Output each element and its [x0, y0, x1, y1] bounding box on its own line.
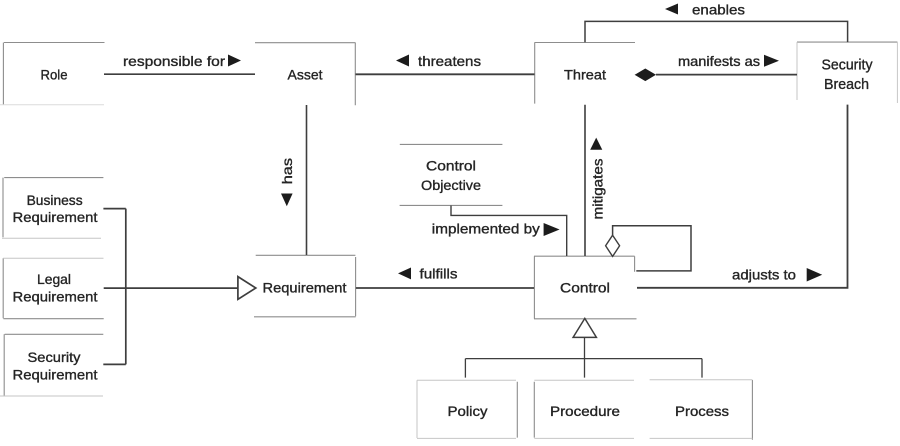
svg-text:Policy: Policy [448, 403, 488, 419]
svg-text:Security: Security [822, 57, 873, 74]
svg-text:has: has [279, 158, 295, 184]
svg-text:Procedure: Procedure [550, 403, 620, 419]
svg-text:mitigates: mitigates [590, 159, 606, 220]
svg-text:implemented by: implemented by [432, 221, 540, 237]
svg-text:Requirement: Requirement [13, 366, 98, 382]
svg-text:manifests as: manifests as [678, 53, 760, 69]
svg-text:Security: Security [28, 349, 81, 365]
svg-text:Control: Control [426, 158, 476, 174]
svg-text:Control: Control [560, 280, 610, 296]
svg-text:Breach: Breach [824, 76, 869, 93]
svg-text:Requirement: Requirement [263, 280, 347, 296]
svg-text:fulfills: fulfills [420, 266, 458, 282]
svg-text:Asset: Asset [288, 67, 323, 83]
svg-text:threatens: threatens [418, 53, 481, 69]
svg-text:Business: Business [27, 192, 83, 208]
svg-text:enables: enables [692, 1, 745, 17]
svg-text:responsible for: responsible for [123, 53, 225, 69]
svg-text:Objective: Objective [421, 177, 481, 193]
svg-text:Threat: Threat [564, 67, 606, 83]
svg-text:Requirement: Requirement [13, 209, 98, 225]
svg-text:Process: Process [675, 403, 729, 419]
svg-text:Role: Role [41, 67, 68, 83]
svg-text:Legal: Legal [37, 271, 71, 287]
svg-text:adjusts to: adjusts to [732, 267, 796, 283]
svg-text:Requirement: Requirement [13, 288, 98, 304]
